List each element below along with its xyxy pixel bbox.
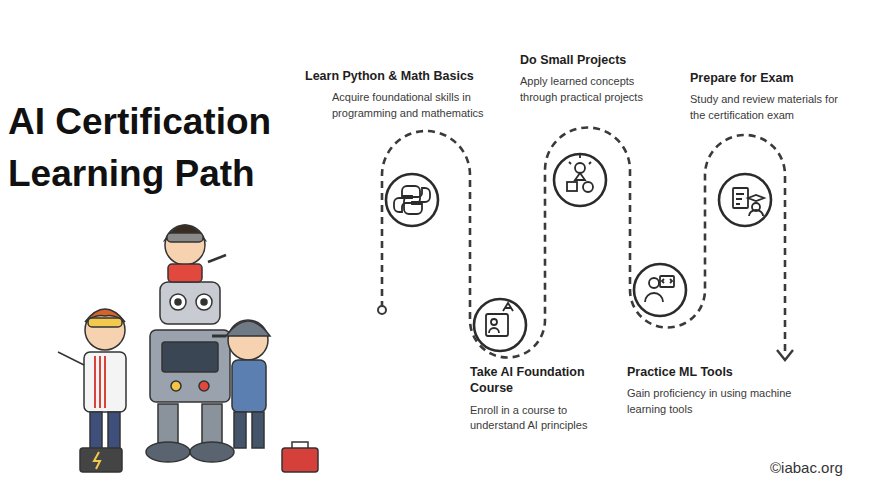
end-arrow (777, 350, 793, 360)
step-description: Gain proficiency in using machine learni… (627, 386, 812, 418)
watermark: ©iabac.org (770, 459, 843, 476)
icon-circles (386, 154, 771, 351)
step-node: Prepare for ExamStudy and review materia… (690, 70, 860, 124)
step-node: Practice ML ToolsGain proficiency in usi… (627, 364, 817, 418)
step-heading: Practice ML Tools (627, 364, 817, 380)
step-heading: Take AI Foundation Course (470, 364, 610, 397)
course-icon (486, 303, 513, 336)
step-node: Do Small ProjectsApply learned concepts … (520, 52, 680, 106)
step-node: Learn Python & Math BasicsAcquire founda… (305, 68, 515, 122)
diagram-title: AI Certification Learning Path (8, 96, 338, 200)
step-description: Acquire foundational skills in programmi… (332, 90, 512, 122)
ml-tools-icon (645, 276, 674, 302)
start-dot (378, 306, 386, 314)
step-description: Enroll in a course to understand AI prin… (470, 403, 620, 435)
step-node: Take AI Foundation CourseEnroll in a cou… (470, 364, 620, 434)
step-description: Apply learned concepts through practical… (520, 74, 670, 106)
step-heading: Do Small Projects (520, 52, 680, 68)
projects-icon (567, 155, 593, 192)
step-description: Study and review materials for the certi… (690, 92, 855, 124)
dashed-path (382, 128, 785, 358)
kids-robot-illustration (58, 225, 318, 472)
step-heading: Prepare for Exam (690, 70, 860, 86)
python-icon (394, 186, 430, 214)
exam-icon (733, 188, 764, 216)
step-heading: Learn Python & Math Basics (305, 68, 515, 84)
